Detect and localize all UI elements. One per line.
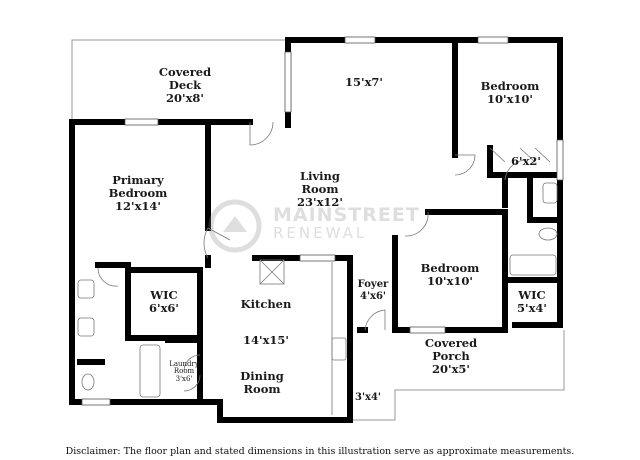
room-dims: 20'x5' bbox=[432, 362, 470, 377]
room-covered-porch: Covered Porch 20'x5' bbox=[424, 336, 478, 377]
room-foyer: Foyer 4'x6' bbox=[358, 279, 389, 302]
room-name: Primary Bedroom bbox=[108, 173, 168, 201]
room-dims: 10'x10' bbox=[487, 92, 533, 107]
walls bbox=[69, 37, 563, 423]
room-name: Kitchen bbox=[240, 297, 292, 311]
room-living-room: Living Room 23'x12' bbox=[297, 169, 343, 210]
room-kitchen-dims: 14'x15' bbox=[243, 333, 289, 347]
room-name: Foyer bbox=[357, 279, 389, 290]
door-swings bbox=[97, 121, 551, 392]
room-dims: 23'x12' bbox=[297, 195, 343, 210]
room-name: Dining Room bbox=[240, 369, 284, 397]
room-wic-right: WIC 5'x4' bbox=[517, 288, 547, 316]
watermark: MAINSTREET RENEWAL bbox=[205, 196, 419, 256]
room-name: Laundry Room bbox=[169, 360, 199, 376]
room-dims: 15'x7' bbox=[345, 75, 383, 89]
room-name: Bedroom bbox=[480, 79, 540, 93]
room-name: WIC bbox=[518, 288, 546, 302]
watermark-logo-icon bbox=[208, 199, 262, 253]
fixtures bbox=[77, 182, 558, 415]
room-name: Bedroom bbox=[420, 261, 480, 275]
room-dims: 12'x14' bbox=[115, 199, 161, 214]
room-dining-room: Dining Room bbox=[240, 369, 284, 397]
room-bedroom-mid: Bedroom 10'x10' bbox=[420, 261, 480, 289]
room-name: Living Room bbox=[300, 169, 340, 197]
watermark-line1: MAINSTREET bbox=[273, 204, 420, 226]
room-name: WIC bbox=[150, 288, 178, 302]
disclaimer-text: Disclaimer: The floor plan and stated di… bbox=[65, 446, 575, 457]
room-dims: 4'x6' bbox=[359, 290, 387, 302]
room-name: Covered Deck bbox=[158, 65, 212, 93]
room-dims: 10'x10' bbox=[427, 274, 473, 289]
room-dims: 3'x6' bbox=[175, 374, 193, 383]
watermark-line2: RENEWAL bbox=[273, 224, 368, 242]
room-laundry-room: Laundry Room 3'x6' bbox=[169, 360, 199, 383]
room-top-area: 15'x7' bbox=[345, 75, 383, 89]
watermark-text: MAINSTREET RENEWAL bbox=[273, 204, 420, 242]
room-dims: 3'x4' bbox=[354, 392, 382, 403]
room-wic-left: WIC 6'x6' bbox=[149, 288, 179, 316]
room-dims: 5'x4' bbox=[517, 301, 547, 316]
room-covered-deck: Covered Deck 20'x8' bbox=[158, 65, 212, 106]
room-dims: 20'x8' bbox=[166, 91, 204, 106]
room-name: Covered Porch bbox=[424, 336, 478, 364]
room-dims: 6'x2' bbox=[511, 154, 541, 168]
room-entry: 3'x4' bbox=[355, 392, 381, 404]
windows bbox=[81, 36, 564, 406]
room-bedroom-top: Bedroom 10'x10' bbox=[480, 79, 540, 107]
room-dims: 6'x6' bbox=[149, 301, 179, 316]
room-kitchen: Kitchen bbox=[240, 297, 292, 311]
room-closet-top: 6'x2' bbox=[511, 154, 541, 168]
room-primary-bedroom: Primary Bedroom 12'x14' bbox=[108, 173, 168, 214]
room-dims: 14'x15' bbox=[243, 333, 289, 347]
